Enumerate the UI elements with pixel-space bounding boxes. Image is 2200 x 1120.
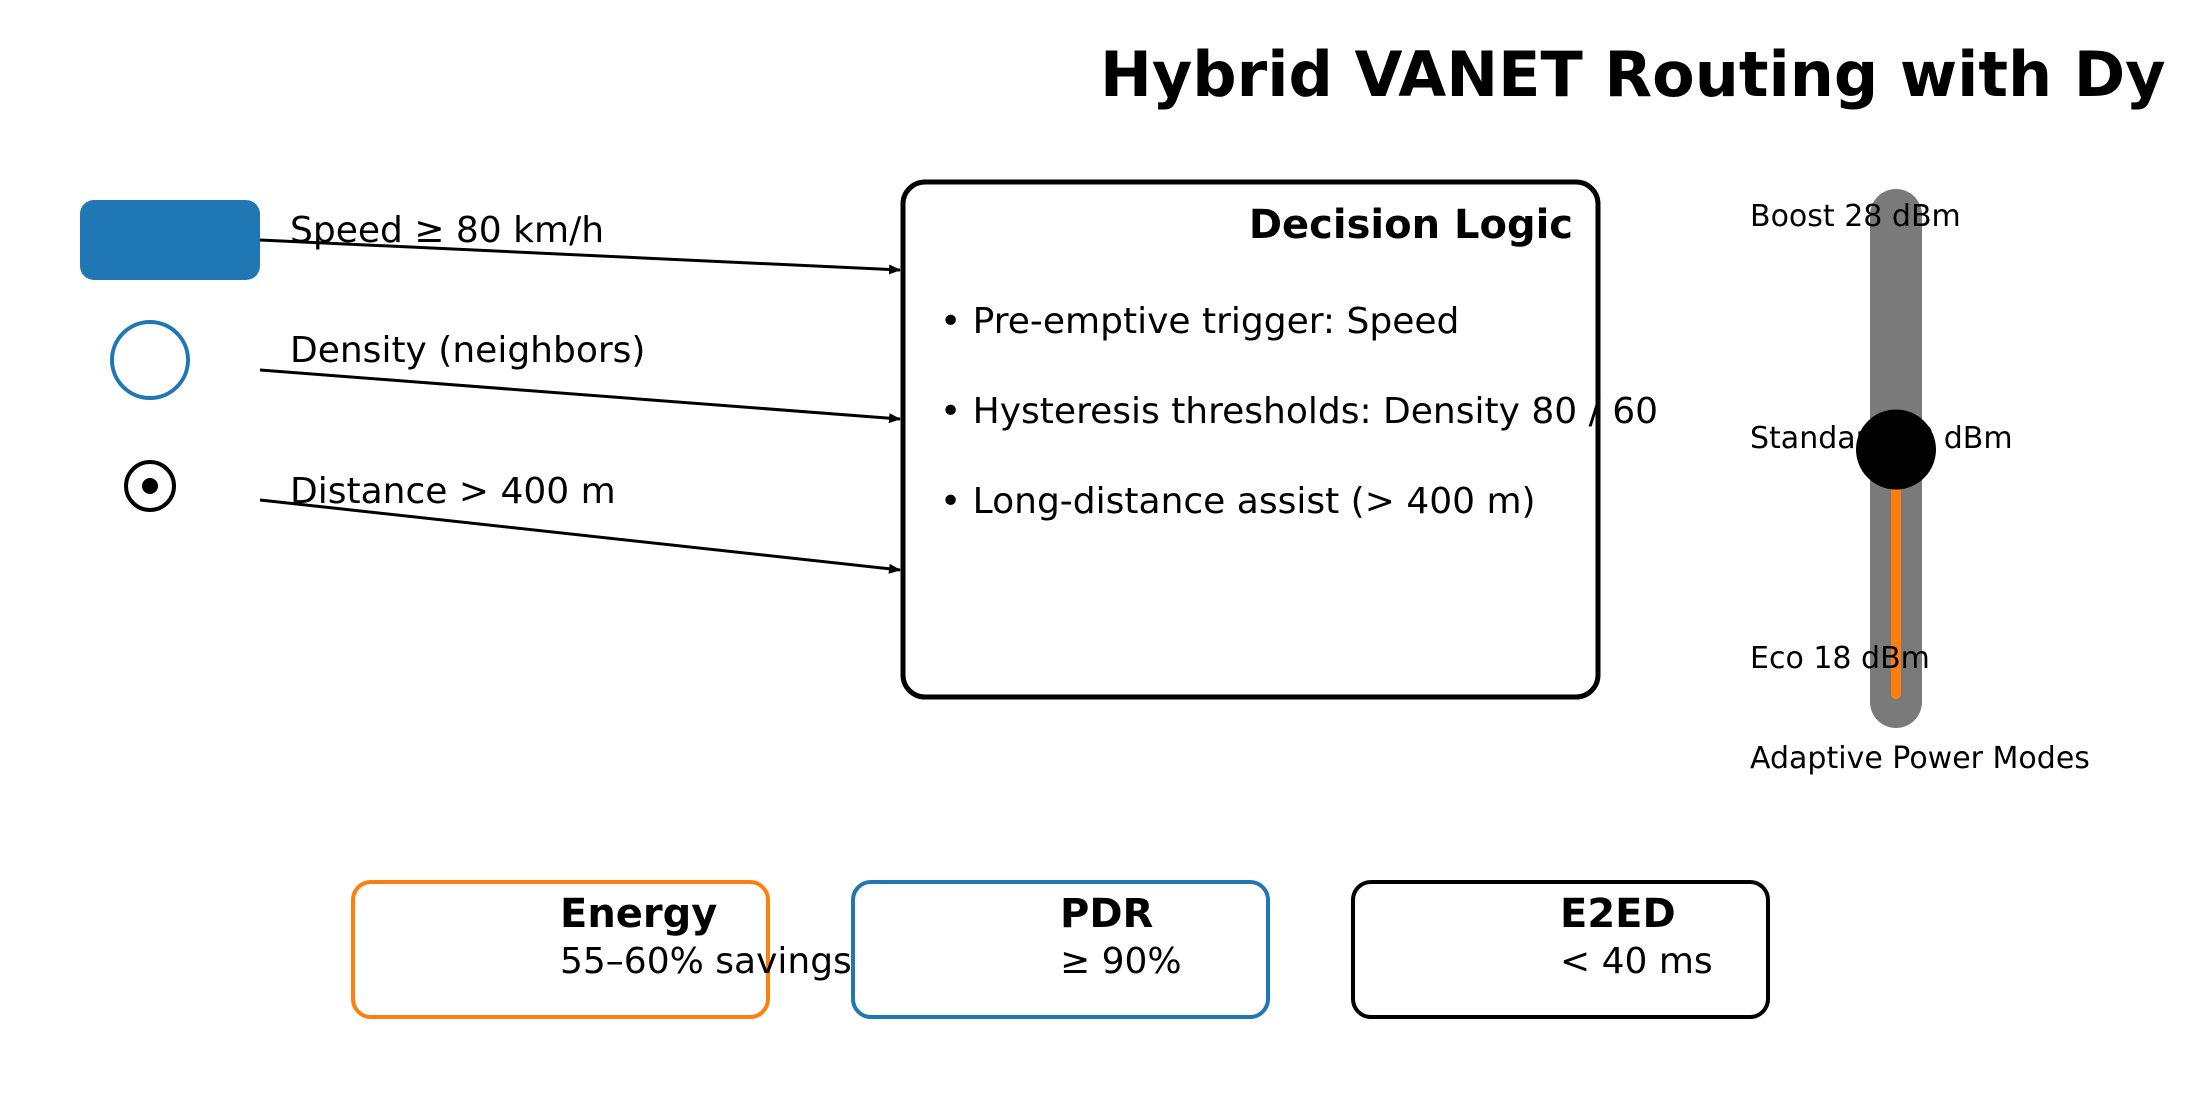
arrow-distance: [259, 498, 901, 574]
decision-item-1: • Pre-emptive trigger: Speed: [940, 301, 1459, 342]
metric-value-pdr: ≥ 90%: [1060, 941, 1182, 982]
power-boost-label: Boost 28 dBm: [1750, 199, 1961, 234]
metric-name-pdr: PDR: [1060, 891, 1153, 937]
target-icon-dot: [142, 478, 158, 494]
decision-box: [900, 179, 1601, 700]
metric-value-energy: 55–60% savings: [560, 941, 852, 982]
car-icon: [80, 200, 260, 280]
decision-item-2: • Hysteresis thresholds: Density 80 / 60: [940, 391, 1658, 432]
input-label-distance: Distance > 400 m: [290, 471, 616, 512]
target-icon: [124, 460, 176, 512]
metric-card-e2ed: [1351, 880, 1770, 1019]
arrow-density: [259, 368, 901, 424]
metric-name-e2ed: E2ED: [1560, 891, 1676, 937]
ring-icon: [110, 320, 190, 400]
diagram-title: Hybrid VANET Routing with Dy: [1100, 38, 2166, 111]
power-caption: Adaptive Power Modes: [1750, 741, 2090, 776]
input-label-density: Density (neighbors): [290, 330, 645, 371]
metric-card-energy: [351, 880, 770, 1019]
metric-card-pdr: [851, 880, 1270, 1019]
power-slider-knob[interactable]: [1856, 409, 1936, 490]
arrow-speed: [259, 238, 901, 275]
metric-name-energy: Energy: [560, 891, 717, 937]
power-eco-label: Eco 18 dBm: [1750, 641, 1930, 676]
metric-value-e2ed: < 40 ms: [1560, 941, 1713, 982]
decision-title: Decision Logic: [1249, 202, 1573, 248]
decision-item-3: • Long-distance assist (> 400 m): [940, 481, 1536, 522]
